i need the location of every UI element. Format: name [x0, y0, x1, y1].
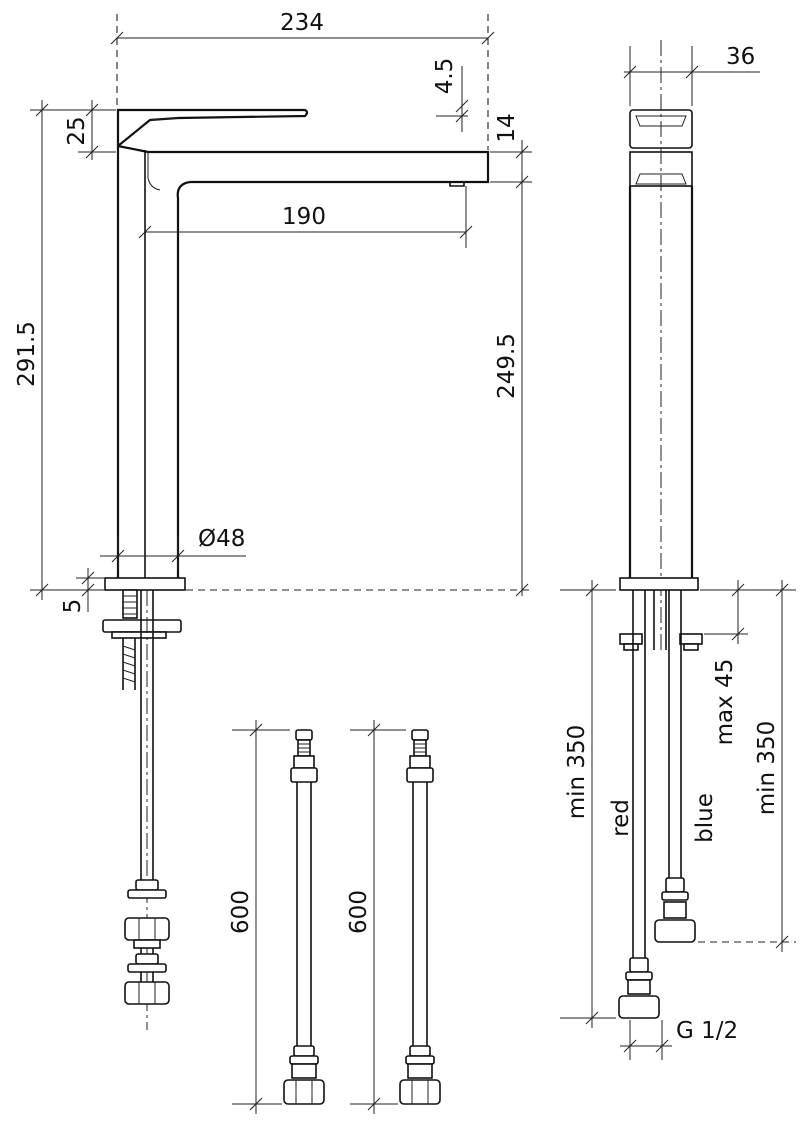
dim-total-height: 291.5	[14, 321, 40, 387]
base-plate	[104, 577, 186, 591]
handle-lever	[116, 108, 309, 149]
dim-hose-length-2: 600	[346, 890, 372, 934]
dim-base-thickness: 5	[60, 599, 86, 614]
side-base	[619, 577, 699, 591]
dim-side-width: 36	[726, 44, 755, 70]
side-dimensions: 36 min 350 red blue max 45 min 350 G 1/2	[560, 44, 796, 1060]
dim-hose-length-1: 600	[228, 890, 254, 934]
dim-thread: G 1/2	[676, 1018, 738, 1044]
faucet-body	[116, 146, 191, 578]
hose-2-dimension: 600	[346, 720, 406, 1114]
label-red-hose: red	[608, 799, 634, 837]
spout	[117, 144, 490, 184]
hose-nut-front-2	[124, 981, 170, 1005]
hose-1-nut	[283, 1079, 325, 1105]
dim-max-right: max 45	[712, 659, 738, 746]
dim-handle-height: 25	[64, 116, 90, 145]
side-nut-blue	[654, 919, 696, 943]
dim-spout-reach: 190	[282, 204, 326, 230]
dim-spout-thickness: 14	[494, 113, 520, 142]
dim-min-right: min 350	[754, 721, 780, 816]
hose-1	[283, 729, 325, 1105]
front-view	[102, 108, 490, 1030]
hose-1-dimension: 600	[228, 720, 290, 1114]
dim-spout-height: 249.5	[494, 333, 520, 399]
dim-base-diameter: Ø48	[198, 526, 245, 552]
front-dimensions: 234 190 25 4.5 14 291.5	[14, 10, 532, 613]
hose-2-nut	[399, 1079, 441, 1105]
side-nut-red	[618, 995, 660, 1019]
hose-2	[399, 729, 441, 1105]
dim-min-left: min 350	[564, 725, 590, 820]
side-view	[618, 40, 703, 1019]
dim-gap: 4.5	[432, 58, 458, 95]
hose-nut-front-1	[124, 917, 170, 941]
dim-total-width: 234	[280, 10, 324, 36]
mounting-nut	[102, 619, 182, 633]
label-blue-hose: blue	[692, 793, 718, 843]
